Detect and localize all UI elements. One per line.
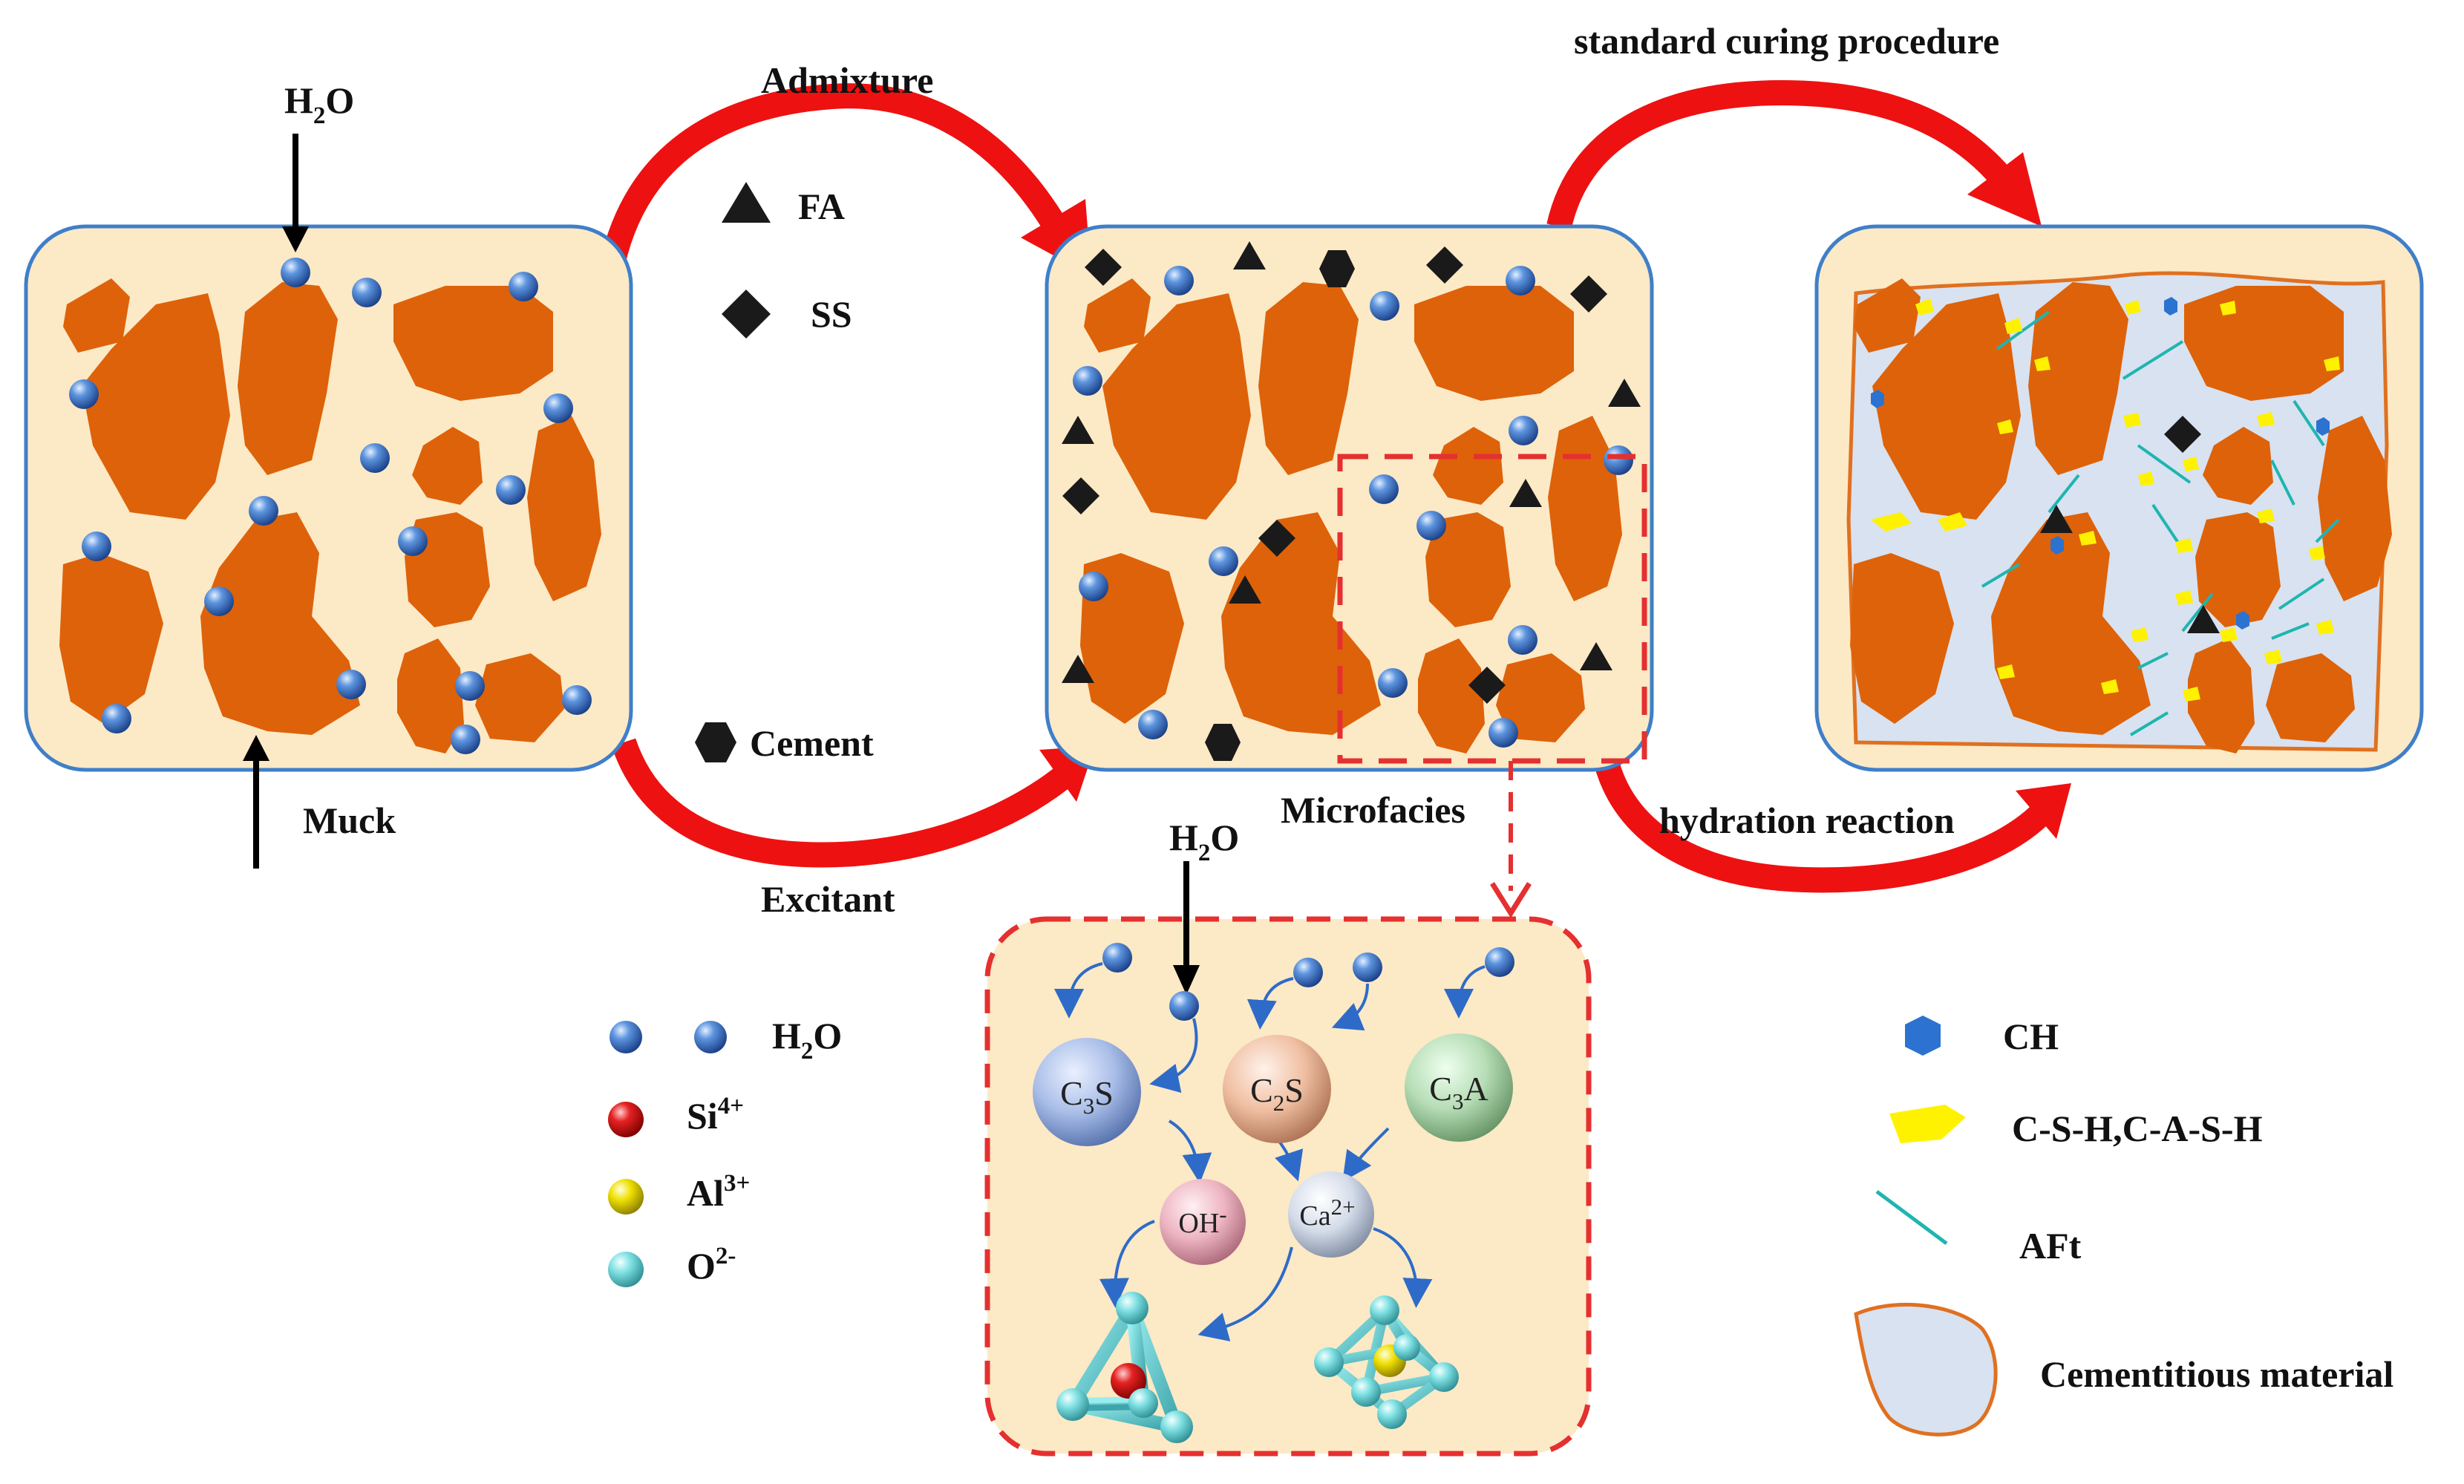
excitant-label: Excitant xyxy=(761,878,895,920)
muck-water-molecules xyxy=(69,258,592,754)
aft-label: AFt xyxy=(2019,1225,2082,1266)
c2s-ball: C2S xyxy=(1223,1035,1331,1143)
standard-curing-label: standard curing procedure xyxy=(1574,20,1999,62)
arrow-hydration-reaction xyxy=(1591,747,2071,893)
microfacies-reaction-arrows xyxy=(1054,962,1486,1341)
ss-label: SS xyxy=(811,293,852,335)
c3a-ball: C3A xyxy=(1405,1033,1513,1142)
cured-steel-slag xyxy=(2164,416,2201,453)
microfacies-water-molecules xyxy=(1102,943,1514,1021)
mixed-panel xyxy=(1045,224,1654,772)
product-legend: CH C-S-H,C-A-S-H AFt Cementitious materi… xyxy=(1854,1016,2393,1436)
ch-legend-icon xyxy=(1905,1016,1941,1056)
legend-oxygen-ball xyxy=(608,1252,644,1287)
microfacies-label: Microfacies xyxy=(1281,789,1465,831)
svg-text:C3S: C3S xyxy=(1060,1074,1114,1119)
legend-al-label: Al3+ xyxy=(687,1170,750,1214)
muck-rocks xyxy=(59,278,601,754)
mixed-rocks xyxy=(1080,278,1622,754)
aluminate-octahedron xyxy=(1314,1295,1459,1429)
ch-label: CH xyxy=(2003,1016,2059,1057)
legend-water-ball-2 xyxy=(694,1021,727,1053)
silicate-tetrahedron xyxy=(1056,1292,1193,1443)
legend-o-label: O2- xyxy=(687,1243,736,1287)
legend-water-ball-1 xyxy=(610,1021,642,1053)
arrow-admixture xyxy=(600,83,1091,276)
microfacies-panel: H2O C3S C2S xyxy=(984,817,1592,1457)
cementitious-legend-icon xyxy=(1854,1302,1998,1436)
csh-legend-icon xyxy=(1889,1105,1966,1143)
mixed-water-molecules xyxy=(1073,266,1633,748)
cement-legend-hexagon xyxy=(695,722,736,762)
hydration-reaction-label: hydration reaction xyxy=(1659,800,1955,841)
calcium-ion-ball: Ca2+ xyxy=(1288,1171,1374,1258)
hydroxide-ion-ball: OH- xyxy=(1160,1179,1246,1265)
cured-panel xyxy=(1814,224,2424,772)
microfacies-zoom-arrow xyxy=(1490,761,1532,918)
cured-aft-needles xyxy=(1981,310,2340,736)
mixed-fly-ash xyxy=(1062,241,1641,683)
fa-legend-triangle xyxy=(722,182,771,223)
svg-text:OH-: OH- xyxy=(1178,1201,1226,1239)
muck-panel xyxy=(24,224,633,772)
water-inlet-arrow xyxy=(282,134,309,252)
c3s-ball: C3S xyxy=(1033,1038,1141,1146)
legend-aluminium-ball xyxy=(608,1179,644,1215)
legend-si-label: Si4+ xyxy=(687,1093,744,1137)
muck-label: Muck xyxy=(303,800,396,841)
mixed-steel-slag xyxy=(1062,246,1607,704)
ss-legend-diamond xyxy=(722,290,771,339)
muck-inlet-arrow xyxy=(243,735,269,869)
mixed-cement xyxy=(1205,250,1355,761)
aft-legend-icon xyxy=(1875,1189,1948,1246)
arrow-standard-curing xyxy=(1546,79,2042,229)
svg-text:C3A: C3A xyxy=(1429,1070,1488,1114)
fa-label: FA xyxy=(798,186,845,227)
csh-label: C-S-H,C-A-S-H xyxy=(2012,1108,2263,1149)
cement-label: Cement xyxy=(750,722,874,764)
cured-rocks xyxy=(1850,278,2392,754)
cured-fly-ash-2 xyxy=(2187,605,2220,633)
cured-fly-ash-1 xyxy=(2040,505,2073,533)
admixture-label: Admixture xyxy=(761,59,933,101)
cementitious-label: Cementitious material xyxy=(2040,1353,2393,1395)
h2o-top-label: H2O xyxy=(284,79,354,129)
water-feed-arrow-head xyxy=(1173,965,1200,995)
legend-h2o-label: H2O xyxy=(772,1015,842,1065)
legend-silicon-ball xyxy=(608,1102,644,1137)
svg-text:C2S: C2S xyxy=(1250,1071,1304,1116)
cured-ch-crystals xyxy=(1871,297,2330,630)
microfacies-focus-box xyxy=(1337,454,1647,764)
h2o-mid-label: H2O xyxy=(1169,817,1239,866)
ion-legend: H2O Si4+ Al3+ O2- xyxy=(608,1015,842,1287)
svg-text:Ca2+: Ca2+ xyxy=(1299,1194,1355,1232)
cured-csh-gel xyxy=(1871,298,2340,702)
